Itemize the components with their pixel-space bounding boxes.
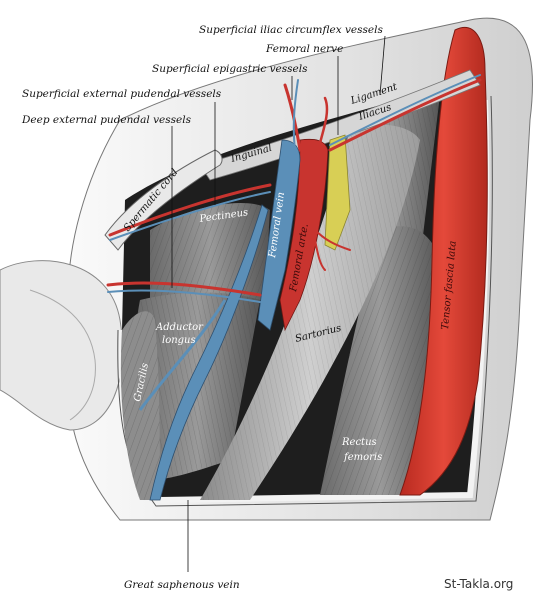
label-femoris: femoris	[343, 452, 382, 463]
inguinal-ligament	[199, 69, 481, 181]
superficial-epigastric-vessels	[283, 79, 329, 152]
accessory-vein	[138, 299, 227, 411]
lateral-branches	[314, 229, 351, 271]
label-great-saphenous-vein: Great saphenous vein	[124, 579, 240, 591]
label-femoral-nerve: Femoral nerve	[265, 43, 343, 55]
label-superficial-iliac-circumflex: Superficial iliac circumflex vessels	[199, 24, 383, 36]
superficial-external-pudendal-vessels	[108, 183, 272, 241]
label-superficial-epigastric: Superficial epigastric vessels	[152, 63, 308, 75]
watermark: St-Takla.org	[444, 577, 513, 591]
tensor-fasciae-latae-muscle	[399, 27, 488, 496]
label-rectus: Rectus	[341, 437, 377, 448]
leader-superficial-iliac-circumflex	[379, 35, 386, 96]
scrotum-shading	[29, 289, 96, 421]
cut-edge-outline	[117, 95, 493, 507]
deep-external-pudendal-vessels	[106, 281, 262, 303]
superficial-iliac-circumflex-vessels	[328, 74, 482, 152]
label-superficial-external-pudendal: Superficial external pudendal vessels	[22, 88, 222, 100]
label-longus: longus	[162, 335, 196, 346]
scrotum	[0, 260, 124, 431]
femoral-nerve	[324, 134, 351, 251]
label-deep-external-pudendal: Deep external pudendal vessels	[21, 114, 192, 126]
label-adductor: Adductor	[155, 322, 204, 333]
great-saphenous-vein	[149, 204, 269, 501]
femoral-artery	[279, 138, 329, 332]
femoral-vein	[257, 139, 301, 331]
